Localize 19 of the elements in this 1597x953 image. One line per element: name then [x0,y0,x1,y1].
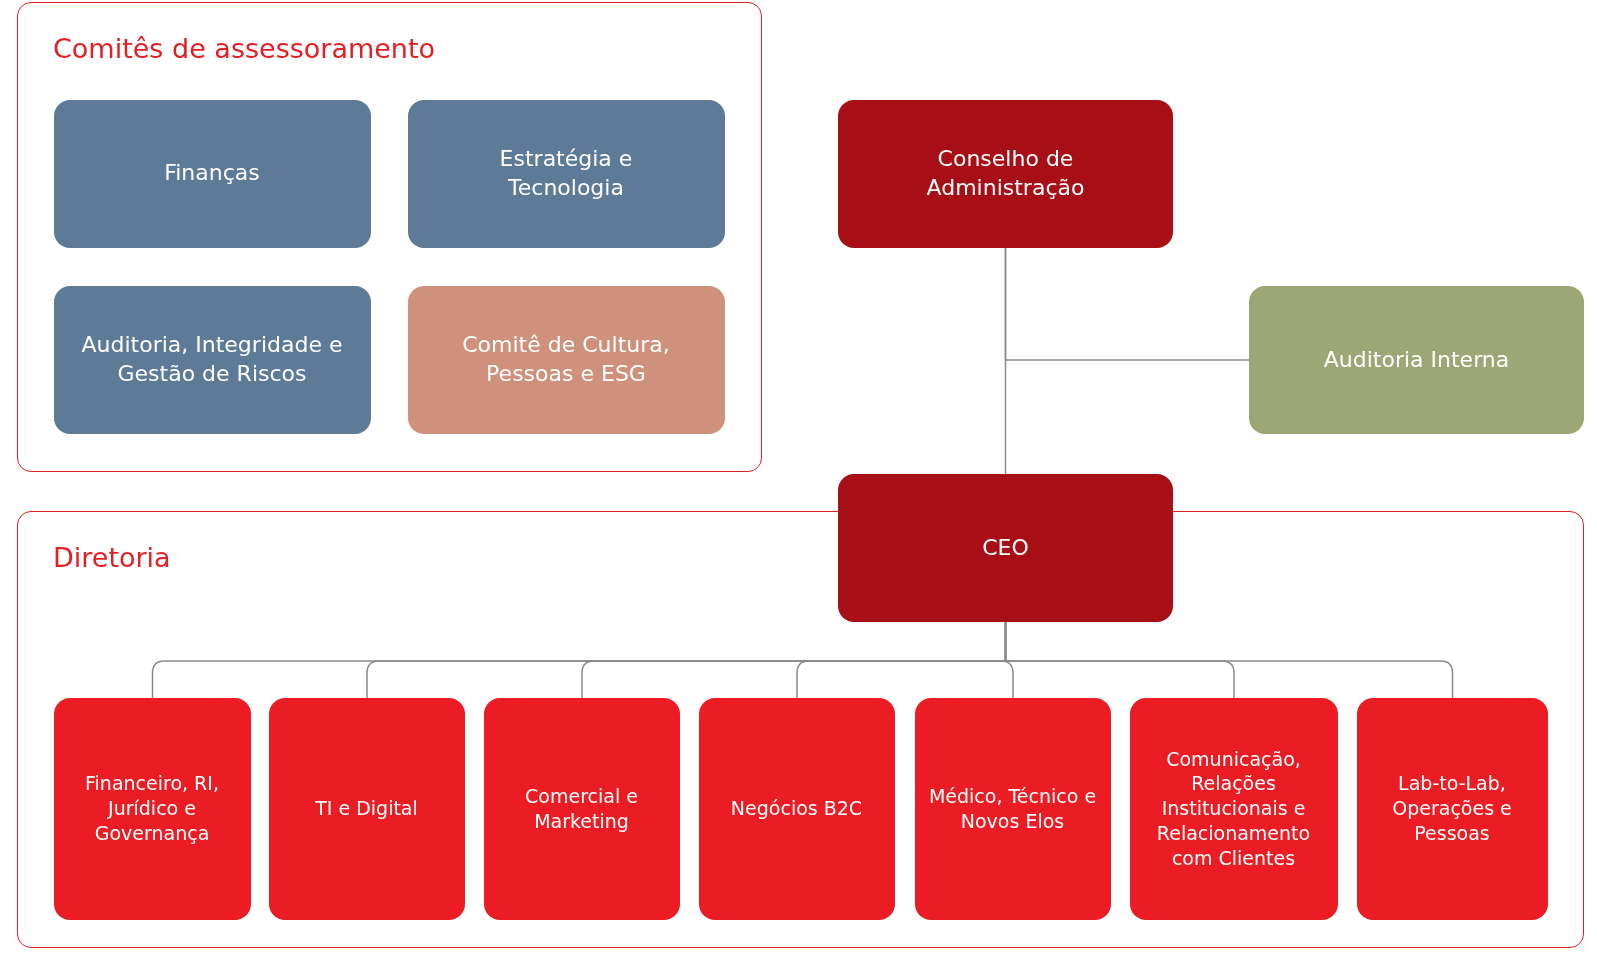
group-panel [17,2,762,472]
department-box: Lab-to-Lab, Operações e Pessoas [1356,697,1548,920]
connector-line [1004,247,1250,361]
committee-box: Finanças [53,99,371,248]
group-heading: Diretoria [53,542,171,573]
committee-box: Comitê de Cultura, Pessoas e ESG [407,285,725,434]
department-box: Comunicação, Relações Institucionais e Relacionamento com Clientes [1129,697,1338,920]
committee-box: Estratégia e Tecnologia [407,99,725,248]
governance-box: CEO [838,474,1173,622]
department-box: Financeiro, RI, Jurídico e Governança [53,697,251,920]
department-box: Médico, Técnico e Novos Elos [914,697,1111,920]
group-heading: Comitês de assessoramento [53,33,436,64]
department-box: TI e Digital [268,697,465,920]
audit-box: Auditoria Interna [1249,286,1584,434]
governance-box: Conselho de Administração [838,100,1173,248]
department-box: Negócios B2C [698,697,895,920]
committee-box: Auditoria, Integridade e Gestão de Riscos [53,285,371,434]
department-box: Comercial e Marketing [483,697,680,920]
group-panel [17,511,1584,948]
